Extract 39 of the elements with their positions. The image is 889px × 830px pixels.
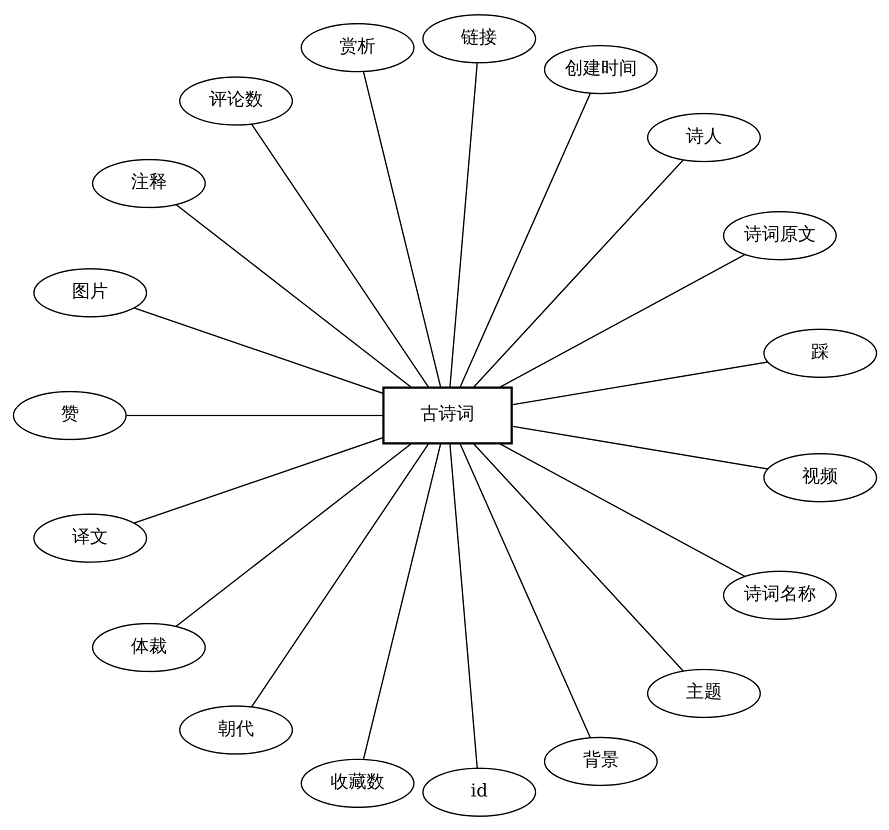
node-ellipse: 赞: [12, 390, 126, 440]
connector: [250, 123, 429, 388]
node-ellipse: id: [422, 767, 536, 816]
connector: [498, 442, 745, 577]
connector: [175, 442, 412, 626]
connector: [448, 442, 478, 768]
connector: [458, 92, 590, 388]
connector: [458, 442, 590, 738]
node-ellipse: 朝代: [178, 704, 293, 754]
node-ellipse: 踩: [762, 328, 877, 378]
connector: [472, 442, 684, 672]
connector: [362, 442, 441, 759]
connector: [511, 425, 768, 470]
connector: [250, 442, 429, 707]
node-ellipse: 诗词名称: [722, 570, 836, 620]
connector: [134, 306, 383, 394]
connector: [511, 360, 768, 405]
connector: [448, 62, 478, 388]
node-ellipse: 注释: [91, 158, 206, 208]
connector: [362, 71, 441, 388]
node-box: 古诗词: [382, 386, 512, 444]
node-ellipse: 评论数: [178, 76, 293, 126]
node-ellipse: 背景: [543, 736, 658, 786]
node-ellipse: 译文: [32, 513, 147, 562]
node-ellipse: 赏析: [300, 22, 414, 72]
connector: [472, 158, 684, 388]
node-ellipse: 诗人: [646, 112, 760, 162]
connector: [126, 414, 383, 416]
connector: [134, 436, 383, 524]
node-ellipse: 收藏数: [300, 758, 414, 808]
node-ellipse: 视频: [762, 452, 877, 502]
node-ellipse: 图片: [32, 268, 147, 317]
node-ellipse: 体裁: [91, 622, 206, 672]
node-ellipse: 诗词原文: [722, 210, 836, 260]
node-ellipse: 创建时间: [543, 44, 658, 94]
node-ellipse: 链接: [422, 14, 536, 63]
node-ellipse: 主题: [646, 668, 760, 718]
connector: [498, 253, 745, 388]
connector: [175, 204, 412, 388]
